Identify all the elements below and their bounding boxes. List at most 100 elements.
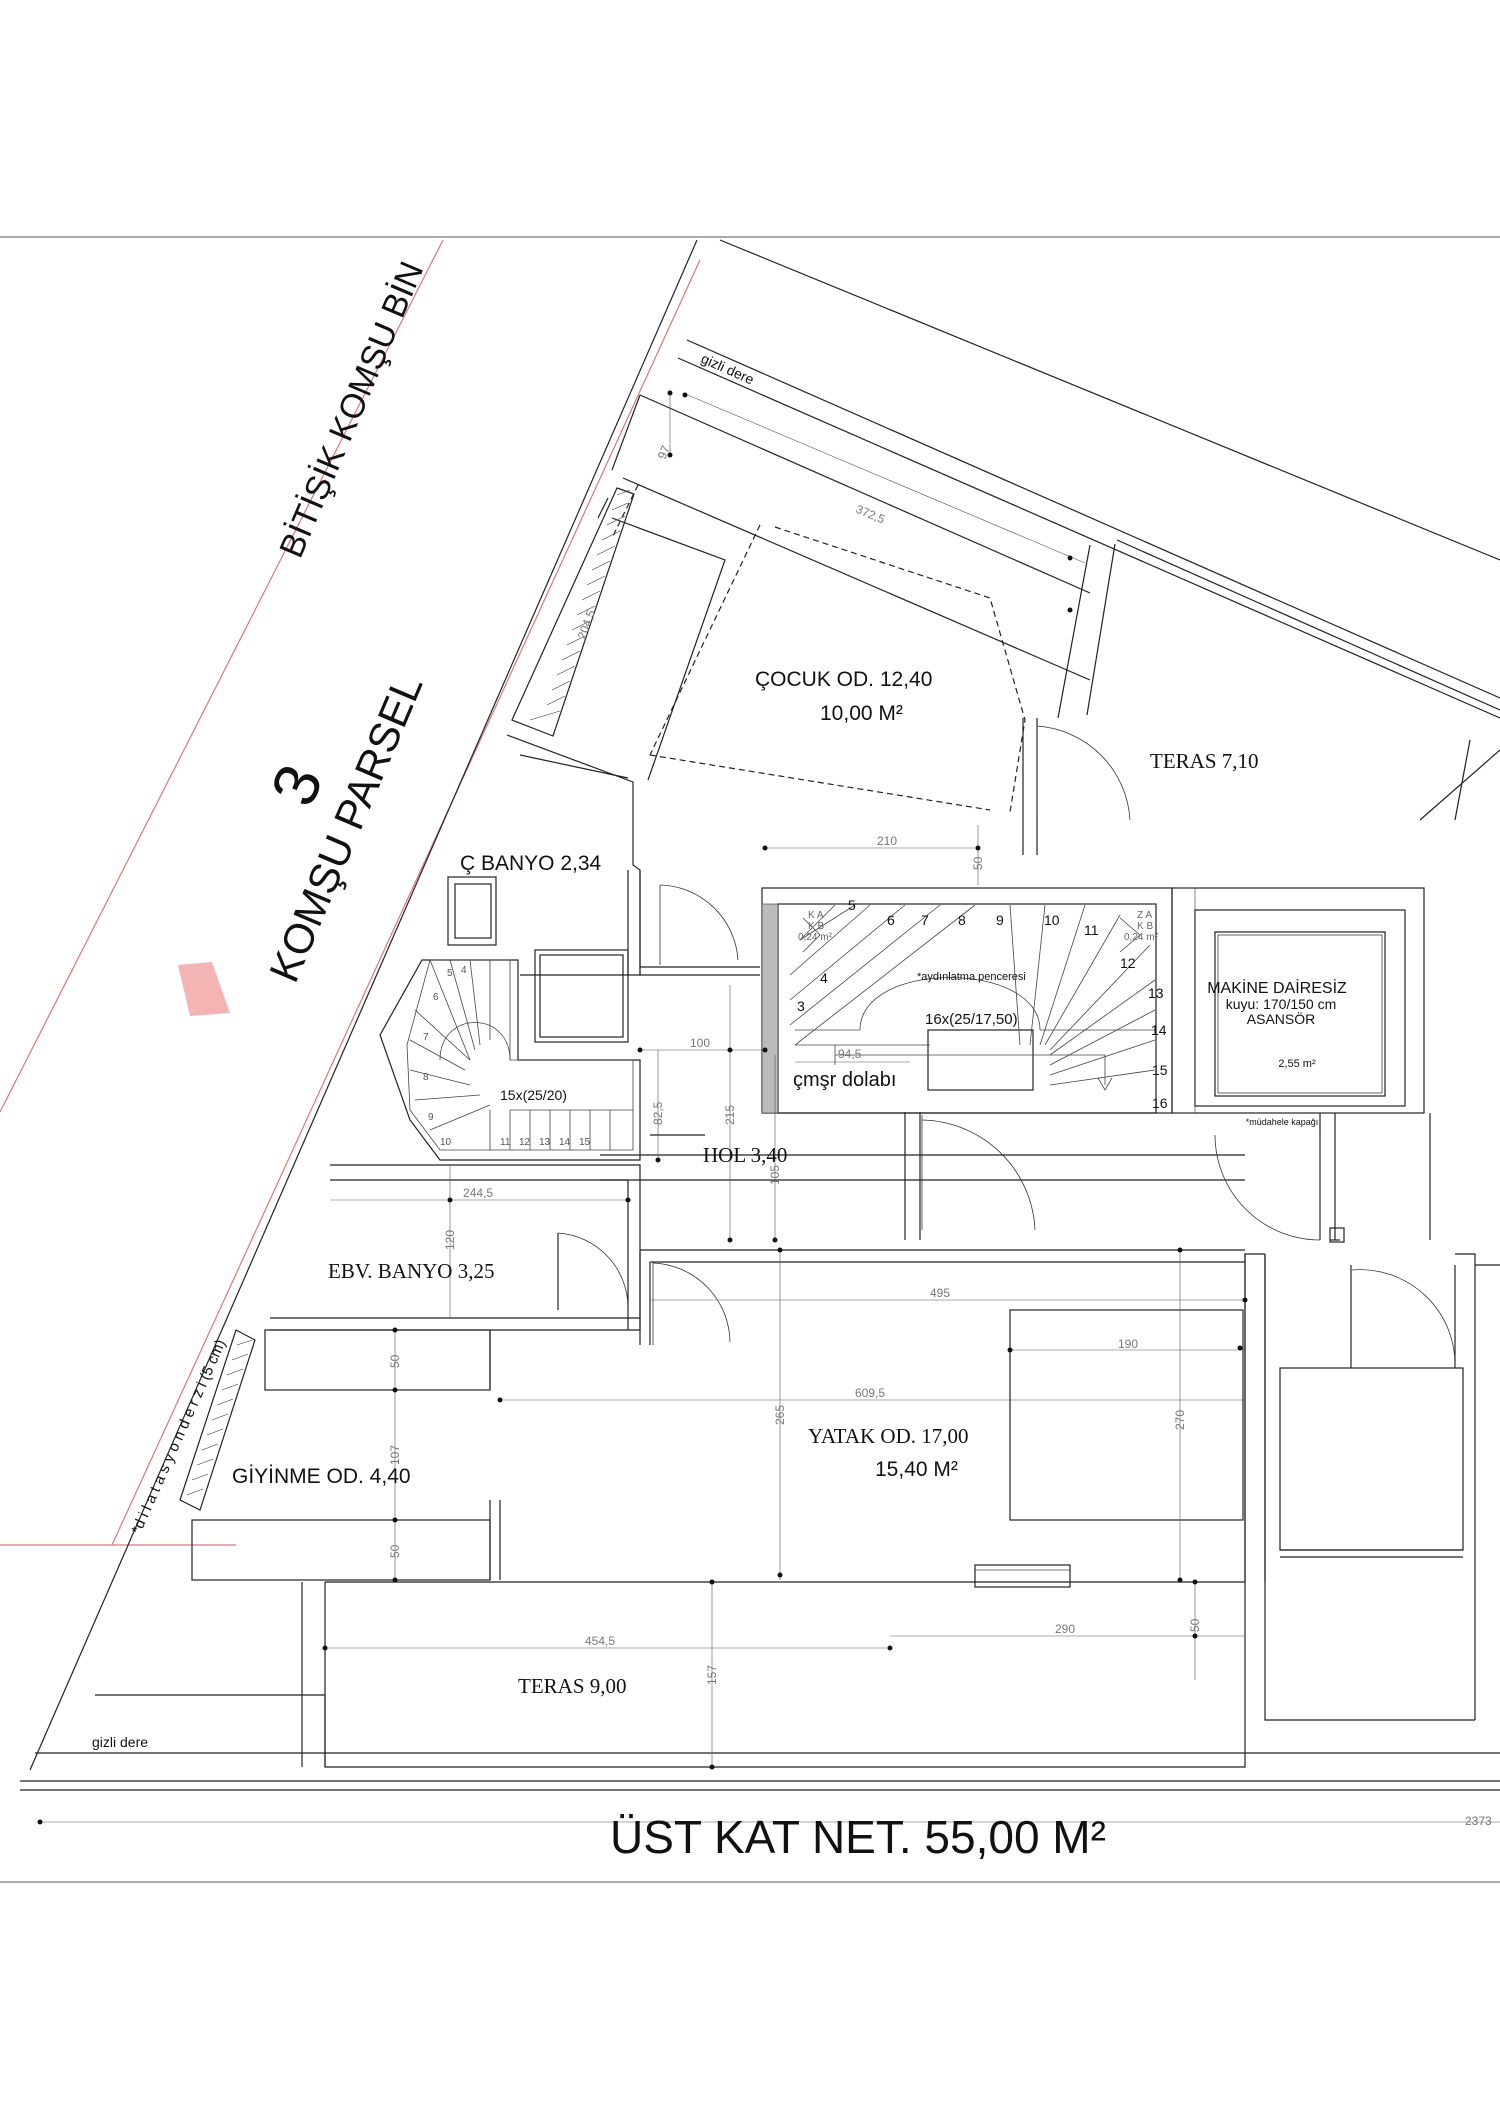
main-stair-step-5: 5 bbox=[848, 897, 856, 913]
room-teras-bottom-label: TERAS 9,00 bbox=[518, 1674, 627, 1698]
dim-107: 107 bbox=[388, 1445, 402, 1465]
doors bbox=[557, 725, 1456, 1369]
dim-50b: 50 bbox=[388, 1354, 402, 1368]
dim-6095: 609,5 bbox=[855, 1386, 885, 1400]
side-stair-step-14: 14 bbox=[559, 1137, 571, 1148]
kab-left-note: K A K B 0,24 m² bbox=[798, 910, 833, 943]
gizli-dere-bottom: gizli dere bbox=[92, 1734, 148, 1750]
side-staircase bbox=[406, 959, 634, 1151]
elevator-area: 2,55 m² bbox=[1278, 1058, 1316, 1070]
side-stair-step-11: 11 bbox=[500, 1137, 511, 1148]
side-stair-step-4: 4 bbox=[461, 965, 467, 976]
dim-265: 265 bbox=[773, 1405, 787, 1425]
wall-hatching bbox=[186, 489, 1196, 1496]
dimension-labels: 97 372,5 204,5 210 50 100 94,5 82,5 215 … bbox=[388, 443, 1492, 1828]
room-cocuk-label: ÇOCUK OD. 12,40 bbox=[755, 668, 932, 691]
dim-945: 94,5 bbox=[838, 1047, 862, 1061]
room-yatak-area: 15,40 M² bbox=[875, 1458, 958, 1481]
kab-left-l2: K B bbox=[808, 921, 824, 932]
dim-120: 120 bbox=[443, 1230, 457, 1250]
dim-825: 82,5 bbox=[651, 1101, 665, 1125]
side-stair-step-10: 10 bbox=[440, 1137, 452, 1148]
main-stair-step-12: 12 bbox=[1120, 955, 1136, 971]
sheet-border bbox=[0, 236, 1500, 1883]
side-stair-step-5: 5 bbox=[447, 968, 453, 979]
room-cocuk-area: 10,00 M² bbox=[820, 702, 903, 725]
side-stair-step-12: 12 bbox=[519, 1137, 531, 1148]
main-stair-spec: 16x(25/17,50) bbox=[925, 1011, 1018, 1028]
parcel-number: 3 bbox=[257, 755, 337, 816]
floor-area-title: ÜST KAT NET. 55,00 M² bbox=[610, 1811, 1106, 1863]
dimension-dots bbox=[37, 390, 1248, 1825]
main-stair-step-15: 15 bbox=[1152, 1062, 1168, 1078]
dim-97: 97 bbox=[655, 443, 673, 461]
room-giyinme-label: GİYİNME OD. 4,40 bbox=[232, 1465, 411, 1488]
elevator-labels: MAKİNE DAİRESİZ kuyu: 170/150 cm ASANSÖR… bbox=[1207, 978, 1347, 1127]
kab-right-l3: 0,24 m² bbox=[1124, 932, 1159, 943]
room-c-banyo-label: Ç BANYO 2,34 bbox=[460, 852, 602, 875]
room-labels: ÇOCUK OD. 12,40 10,00 M² TERAS 7,10 Ç BA… bbox=[232, 668, 1259, 1698]
dim-2445: 244,5 bbox=[463, 1186, 493, 1200]
main-stair-step-numbers: 34 5 6 7 8 9 10 11 12 13 14 15 16 bbox=[797, 897, 1168, 1111]
red-mark bbox=[178, 962, 230, 1016]
stair-labels: 16x(25/17,50) 15x(25/20) *aydınlatma pen… bbox=[423, 897, 1168, 1148]
gizli-dere-top: gizli dere bbox=[699, 350, 757, 387]
building-outline bbox=[20, 239, 1500, 1791]
main-stair-step-3: 3 bbox=[797, 998, 805, 1014]
dim-4545: 454,5 bbox=[585, 1634, 615, 1648]
main-staircase bbox=[789, 904, 1156, 1091]
room-ebv-banyo-label: EBV. BANYO 3,25 bbox=[328, 1259, 494, 1283]
main-stair-step-10: 10 bbox=[1044, 912, 1060, 928]
parcel-label: KOMŞU PARSEL bbox=[260, 668, 432, 989]
interior-walls bbox=[179, 484, 1464, 1588]
dimension-lines bbox=[40, 392, 1500, 1823]
dim-157: 157 bbox=[705, 1665, 719, 1685]
elevator-kuyu: kuyu: 170/150 cm bbox=[1226, 996, 1337, 1012]
main-stair-step-7: 7 bbox=[921, 912, 929, 928]
dim-270: 270 bbox=[1173, 1410, 1187, 1430]
side-stair-step-7: 7 bbox=[423, 1032, 429, 1043]
elevator-asansor: ASANSÖR bbox=[1247, 1010, 1315, 1027]
parcel-boundary-lines bbox=[0, 239, 701, 1546]
cmsr-dolabi-label: çmşr dolabı bbox=[793, 1069, 896, 1091]
elevator-title: MAKİNE DAİRESİZ bbox=[1207, 978, 1347, 997]
dim-50a: 50 bbox=[971, 856, 985, 870]
side-stair-spec: 15x(25/20) bbox=[500, 1087, 567, 1103]
main-stair-step-6: 6 bbox=[887, 912, 895, 928]
dim-100: 100 bbox=[690, 1036, 710, 1050]
side-stair-step-13: 13 bbox=[539, 1137, 551, 1148]
dim-50c: 50 bbox=[388, 1544, 402, 1558]
main-stair-step-8: 8 bbox=[958, 912, 966, 928]
dim-210: 210 bbox=[877, 834, 897, 848]
room-teras-top-label: TERAS 7,10 bbox=[1150, 749, 1259, 773]
dim-372: 372,5 bbox=[854, 502, 887, 527]
side-stair-step-8: 8 bbox=[423, 1072, 429, 1083]
kab-left-l3: 0,24 m² bbox=[798, 932, 833, 943]
mudahele-kapagi: *müdahele kapağı bbox=[1246, 1117, 1319, 1127]
main-stair-step-4: 4 bbox=[820, 970, 828, 986]
side-stair-step-6: 6 bbox=[433, 992, 439, 1003]
main-stair-step-16: 16 bbox=[1152, 1095, 1168, 1111]
aydinlatma-note: *aydınlatma penceresi bbox=[917, 971, 1026, 983]
neighbor-building-label: BİTİŞİK KOMŞU BİN bbox=[272, 256, 431, 563]
kab-right-l1: Z A bbox=[1137, 910, 1152, 921]
room-yatak-label: YATAK OD. 17,00 bbox=[808, 1424, 968, 1448]
dim-2373: 2373 bbox=[1465, 1814, 1492, 1828]
main-stair-step-9: 9 bbox=[996, 912, 1004, 928]
main-stair-step-14: 14 bbox=[1151, 1022, 1167, 1038]
side-stair-step-9: 9 bbox=[428, 1112, 434, 1123]
main-stair-step-13: 13 bbox=[1148, 985, 1164, 1001]
dim-190: 190 bbox=[1118, 1337, 1138, 1351]
dim-495: 495 bbox=[930, 1286, 950, 1300]
room-hol-label: HOL 3,40 bbox=[703, 1143, 787, 1167]
main-stair-step-11: 11 bbox=[1084, 922, 1099, 938]
neighbor-labels: BİTİŞİK KOMŞU BİN 3 KOMŞU PARSEL bbox=[257, 256, 432, 988]
kab-left-l1: K A bbox=[808, 910, 824, 921]
kab-right-note: Z A K B 0,24 m² bbox=[1124, 910, 1159, 943]
dim-50d: 50 bbox=[1188, 1618, 1202, 1632]
dim-290: 290 bbox=[1055, 1622, 1075, 1636]
kab-right-l2: K B bbox=[1137, 921, 1153, 932]
dim-215: 215 bbox=[723, 1105, 737, 1125]
